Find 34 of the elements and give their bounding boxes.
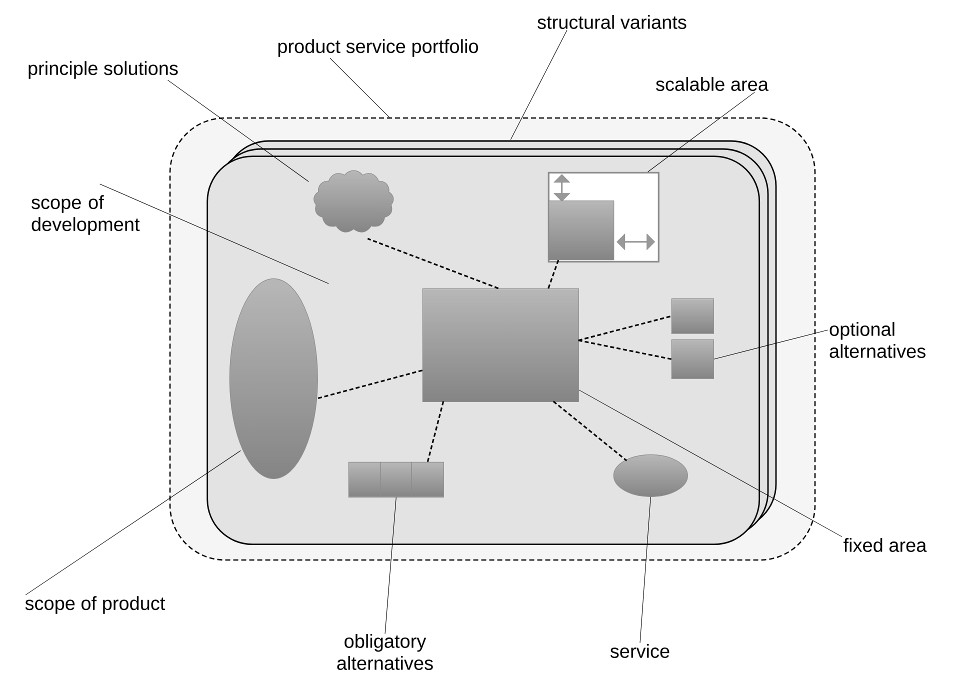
callout-label: optional alternatives bbox=[830, 322, 926, 358]
leader-line bbox=[648, 92, 755, 172]
leader-line bbox=[384, 497, 396, 634]
connector-line bbox=[578, 315, 672, 342]
connector-line bbox=[426, 401, 444, 462]
module-box bbox=[548, 200, 614, 260]
module-box bbox=[348, 462, 381, 498]
module-box bbox=[671, 339, 714, 379]
callout-label: structural variants bbox=[538, 15, 686, 29]
callout-label: scope of development bbox=[32, 195, 140, 235]
callout-label: scope of product bbox=[25, 596, 166, 614]
callout-label: principle solutions bbox=[28, 61, 178, 79]
module-box bbox=[671, 298, 714, 334]
leader-line bbox=[578, 390, 842, 538]
fixed-area-box bbox=[422, 288, 579, 402]
connector-line bbox=[578, 340, 672, 360]
callout-label: scalable area bbox=[656, 77, 768, 91]
callout-label: product service portfolio bbox=[278, 39, 478, 57]
leader-line bbox=[640, 496, 651, 644]
leader-line bbox=[510, 30, 568, 140]
module-box bbox=[411, 462, 444, 498]
leader-line bbox=[167, 80, 309, 182]
callout-label: obligatory alternatives bbox=[337, 634, 433, 670]
callout-label: service bbox=[610, 644, 670, 658]
callout-label: fixed area bbox=[844, 538, 927, 552]
module-box bbox=[380, 462, 412, 498]
connector-line bbox=[316, 370, 423, 400]
connector-line bbox=[552, 400, 628, 462]
connector-line bbox=[548, 259, 560, 289]
leader-line bbox=[714, 330, 828, 360]
connector-line bbox=[367, 238, 499, 290]
leader-line bbox=[330, 58, 390, 118]
leader-line bbox=[100, 184, 329, 284]
leader-line bbox=[25, 450, 241, 596]
